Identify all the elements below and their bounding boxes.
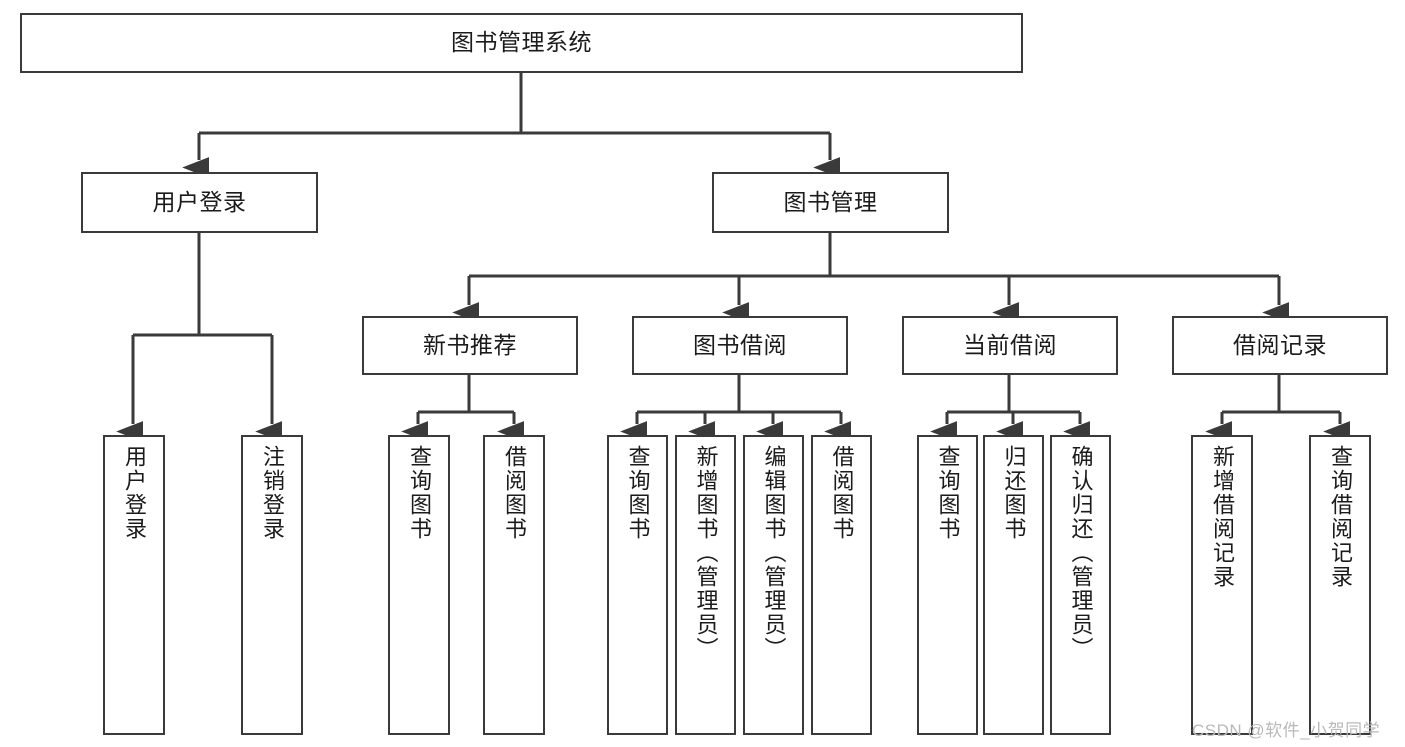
node-label: 图书借阅: [693, 331, 787, 358]
node-label: 借阅图书: [502, 445, 527, 541]
node-label: 归还图书: [1001, 445, 1027, 541]
leaf-borrow-edit-book-admin[interactable]: 编辑图书（管理员）: [743, 435, 804, 735]
leaf-borrow-query-book[interactable]: 查询图书: [607, 435, 668, 735]
node-new-book-recommend[interactable]: 新书推荐: [362, 316, 578, 375]
node-book-borrow[interactable]: 图书借阅: [632, 316, 848, 375]
node-label: 注销登录: [260, 445, 285, 541]
leaf-current-confirm-return-admin[interactable]: 确认归还（管理员）: [1050, 435, 1111, 735]
leaf-recommend-borrow-book[interactable]: 借阅图书: [483, 435, 545, 735]
leaf-borrow-add-book-admin[interactable]: 新增图书（管理员）: [675, 435, 736, 735]
node-label: 借阅记录: [1233, 331, 1327, 358]
leaf-record-add-borrow-record[interactable]: 新增借阅记录: [1191, 435, 1253, 735]
node-label: 借阅图书: [829, 445, 855, 541]
node-label: 确认归还（管理员）: [1068, 445, 1094, 661]
leaf-user-login-logout[interactable]: 注销登录: [241, 435, 303, 735]
node-borrow-record[interactable]: 借阅记录: [1172, 316, 1388, 375]
node-label: 编辑图书（管理员）: [761, 445, 787, 661]
leaf-current-return-book[interactable]: 归还图书: [983, 435, 1044, 735]
node-label: 新增图书（管理员）: [693, 445, 719, 661]
node-label: 用户登录: [122, 445, 147, 541]
csdn-watermark: CSDN @软件_小贺同学: [1192, 721, 1381, 740]
leaf-record-query-borrow-record[interactable]: 查询借阅记录: [1309, 435, 1371, 735]
node-label: 当前借阅: [963, 331, 1057, 358]
leaf-recommend-query-book[interactable]: 查询图书: [388, 435, 450, 735]
node-label: 图书管理系统: [451, 29, 592, 56]
leaf-current-query-book[interactable]: 查询图书: [917, 435, 978, 735]
leaf-borrow-borrow-book[interactable]: 借阅图书: [811, 435, 872, 735]
node-user-login[interactable]: 用户登录: [81, 172, 318, 233]
leaf-user-login-login[interactable]: 用户登录: [103, 435, 165, 735]
node-label: 图书管理: [783, 188, 878, 215]
node-label: 查询借阅记录: [1328, 445, 1353, 589]
node-label: 查询图书: [625, 445, 651, 541]
node-label: 查询图书: [407, 445, 432, 541]
node-label: 用户登录: [152, 188, 247, 215]
node-label: 查询图书: [935, 445, 961, 541]
node-current-borrow[interactable]: 当前借阅: [902, 316, 1118, 375]
node-book-management[interactable]: 图书管理: [712, 172, 949, 233]
node-label: 新书推荐: [423, 331, 517, 358]
node-label: 新增借阅记录: [1210, 445, 1235, 589]
node-root-library-system[interactable]: 图书管理系统: [20, 13, 1023, 73]
